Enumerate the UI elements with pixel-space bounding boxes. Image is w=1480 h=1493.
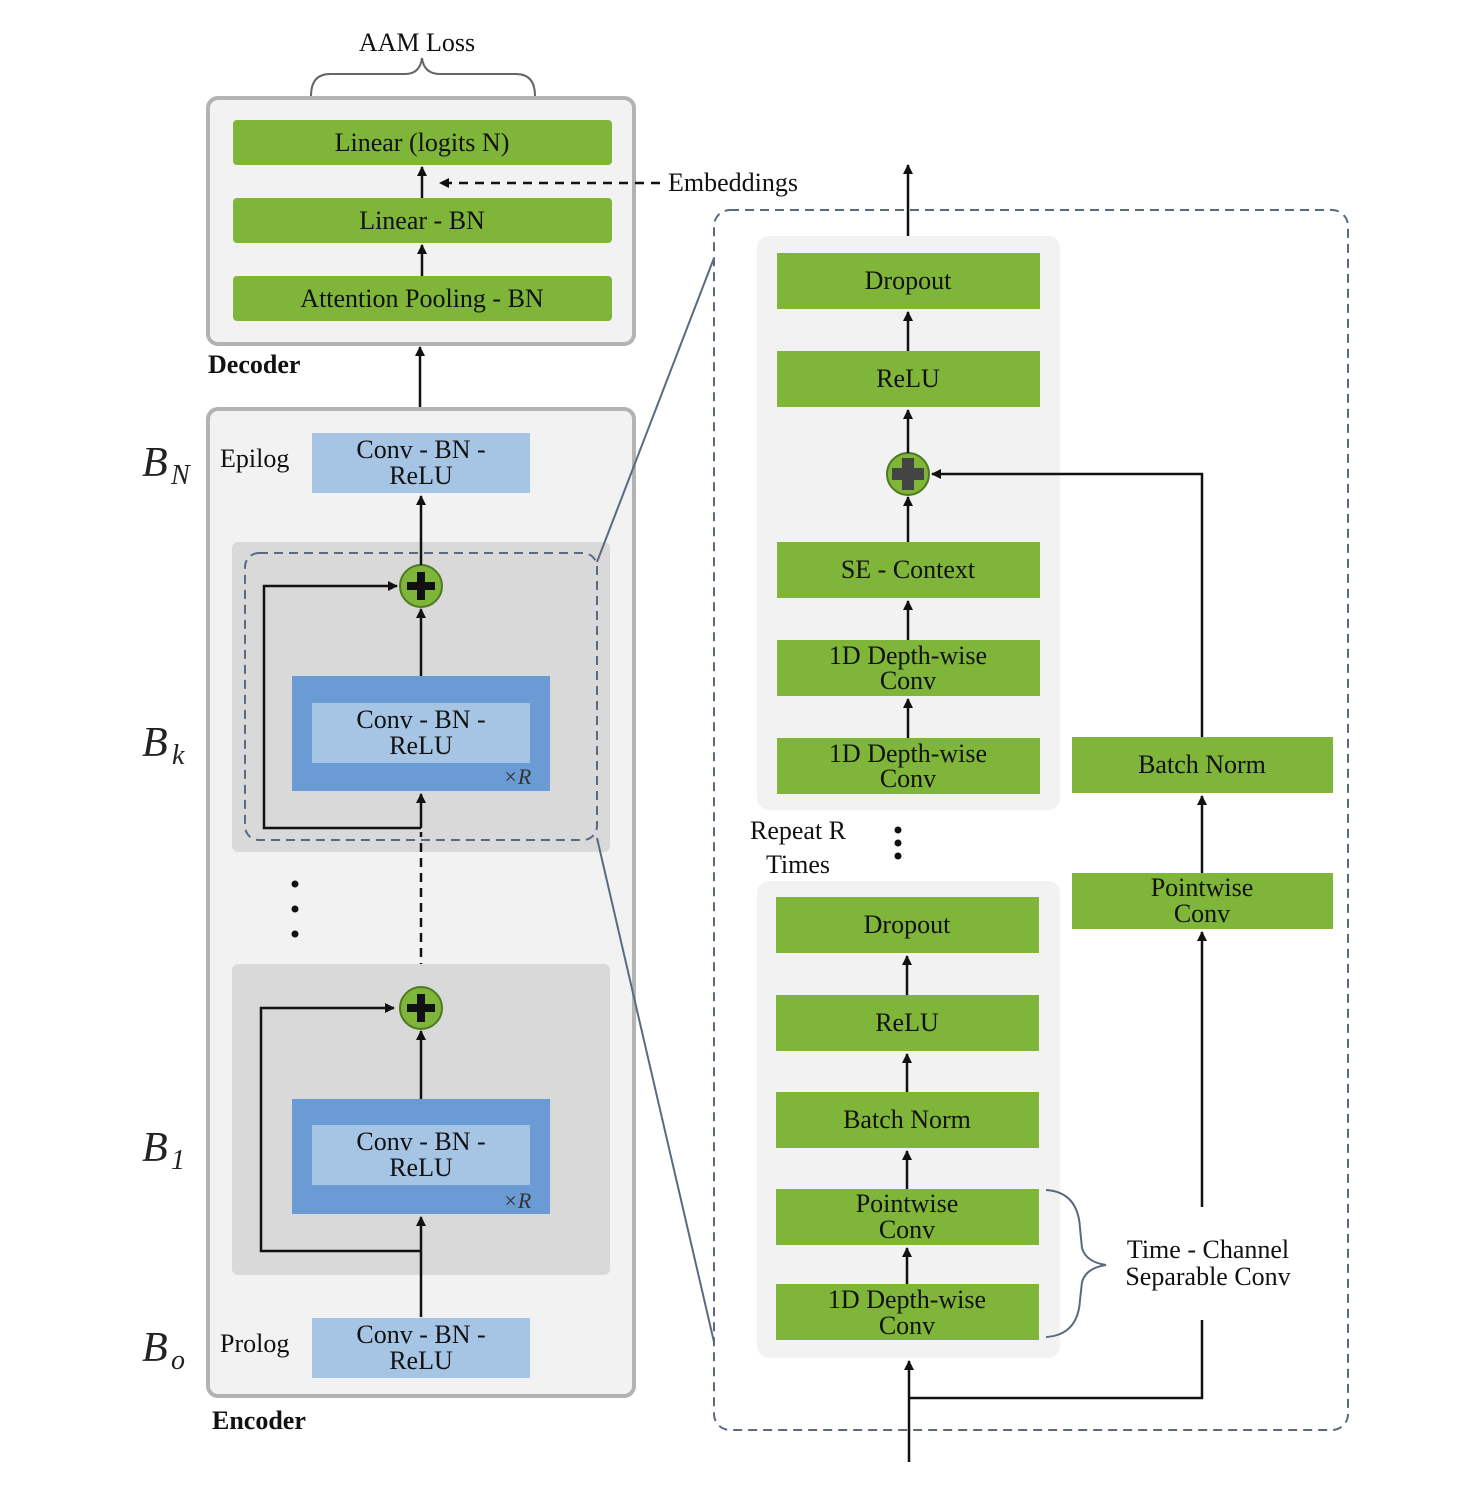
prolog-label: Prolog xyxy=(220,1329,289,1358)
repeat-label-line2: Times xyxy=(766,850,830,879)
label-b-k: B k xyxy=(142,720,185,771)
svg-text:ReLU: ReLU xyxy=(875,1008,939,1037)
encoder-ellipsis xyxy=(291,880,299,938)
decoder-layer-logits: Linear (logits N) xyxy=(233,120,612,165)
upper-depthwise-conv-2: 1D Depth-wise Conv xyxy=(777,640,1040,696)
label-b-1: B 1 xyxy=(142,1125,185,1176)
block-1-sum-icon xyxy=(399,986,443,1030)
svg-text:o: o xyxy=(171,1345,185,1376)
zoom-line-top xyxy=(596,257,715,563)
svg-text:Linear - BN: Linear - BN xyxy=(359,206,485,235)
upper-sum-icon xyxy=(886,452,930,496)
svg-text:Conv - BN -: Conv - BN - xyxy=(356,435,485,464)
upper-relu: ReLU xyxy=(777,351,1040,407)
block-1-skip-path xyxy=(259,1003,421,1253)
svg-text:Linear (logits N): Linear (logits N) xyxy=(335,128,510,157)
svg-text:Conv: Conv xyxy=(880,666,936,695)
detail-dashed-outline xyxy=(713,209,1349,1431)
svg-text:B: B xyxy=(142,1325,168,1371)
tcs-brace xyxy=(1045,1189,1107,1338)
lower-batch-norm: Batch Norm xyxy=(776,1092,1039,1148)
svg-text:B: B xyxy=(142,720,168,766)
tcs-label-line1: Time - Channel xyxy=(1127,1235,1289,1264)
svg-text:k: k xyxy=(172,740,185,771)
block-k-skip-path xyxy=(262,581,421,830)
svg-text:×R: ×R xyxy=(503,764,532,789)
svg-text:1D Depth-wise: 1D Depth-wise xyxy=(828,1285,986,1314)
decoder-title: Decoder xyxy=(208,350,300,379)
upper-depthwise-conv-1: 1D Depth-wise Conv xyxy=(777,738,1040,794)
residual-input-path xyxy=(909,1320,1204,1400)
svg-text:Conv: Conv xyxy=(879,1215,935,1244)
svg-text:Attention Pooling - BN: Attention Pooling - BN xyxy=(300,284,544,313)
block-k-dashed-outline xyxy=(244,552,598,841)
aam-loss-label: AAM Loss xyxy=(359,28,475,57)
svg-text:×R: ×R xyxy=(503,1188,532,1213)
svg-text:Conv: Conv xyxy=(880,764,936,793)
svg-text:SE - Context: SE - Context xyxy=(841,555,976,584)
svg-text:ReLU: ReLU xyxy=(389,731,453,760)
block-k-conv-outer: Conv - BN - ReLU ×R xyxy=(292,676,550,791)
svg-text:Dropout: Dropout xyxy=(865,266,952,295)
epilog-conv-box: Conv - BN - ReLU xyxy=(312,433,530,493)
svg-text:Batch Norm: Batch Norm xyxy=(1138,750,1266,779)
decoder-layer-attention-pooling: Attention Pooling - BN xyxy=(233,276,612,321)
svg-text:B: B xyxy=(142,1125,168,1171)
label-b-o: B o xyxy=(142,1325,185,1376)
prolog-conv-box: Conv - BN - ReLU xyxy=(312,1318,530,1378)
residual-batch-norm: Batch Norm xyxy=(1072,737,1333,793)
svg-text:Conv - BN -: Conv - BN - xyxy=(356,1320,485,1349)
embeddings-label: Embeddings xyxy=(668,168,798,197)
svg-text:Dropout: Dropout xyxy=(864,910,951,939)
epilog-label: Epilog xyxy=(220,444,289,473)
svg-text:N: N xyxy=(170,460,191,491)
svg-text:Conv - BN -: Conv - BN - xyxy=(356,1127,485,1156)
block-1-conv-outer: Conv - BN - ReLU ×R xyxy=(292,1099,550,1214)
zoom-line-bottom xyxy=(596,837,715,1343)
block-k-sum-icon xyxy=(399,564,443,608)
svg-text:Pointwise: Pointwise xyxy=(856,1189,959,1218)
svg-text:Batch Norm: Batch Norm xyxy=(843,1105,971,1134)
detail-ellipsis xyxy=(894,826,902,860)
lower-dropout: Dropout xyxy=(776,897,1039,953)
svg-text:Conv: Conv xyxy=(1174,899,1230,928)
svg-text:ReLU: ReLU xyxy=(389,1153,453,1182)
upper-se-context: SE - Context xyxy=(777,542,1040,598)
residual-pointwise-conv: Pointwise Conv xyxy=(1072,873,1333,929)
lower-relu: ReLU xyxy=(776,995,1039,1051)
encoder-title: Encoder xyxy=(212,1406,306,1435)
label-b-n: B N xyxy=(142,440,191,491)
svg-text:1D Depth-wise: 1D Depth-wise xyxy=(829,739,987,768)
svg-text:ReLU: ReLU xyxy=(389,1346,453,1375)
decoder-layer-linear-bn: Linear - BN xyxy=(233,198,612,243)
upper-dropout: Dropout xyxy=(777,253,1040,309)
repeat-label-line1: Repeat R xyxy=(750,816,847,845)
svg-text:1: 1 xyxy=(171,1145,185,1176)
svg-text:Conv: Conv xyxy=(879,1311,935,1340)
svg-text:1D Depth-wise: 1D Depth-wise xyxy=(829,641,987,670)
svg-text:Pointwise: Pointwise xyxy=(1151,873,1254,902)
svg-text:ReLU: ReLU xyxy=(389,461,453,490)
lower-depthwise-conv: 1D Depth-wise Conv xyxy=(776,1284,1039,1340)
tcs-label-line2: Separable Conv xyxy=(1125,1262,1290,1291)
svg-text:B: B xyxy=(142,440,168,486)
lower-pointwise-conv: Pointwise Conv xyxy=(776,1189,1039,1245)
svg-text:Conv - BN -: Conv - BN - xyxy=(356,705,485,734)
residual-arrow-to-sum xyxy=(931,469,1204,737)
svg-text:ReLU: ReLU xyxy=(876,364,940,393)
aam-loss-brace xyxy=(310,57,536,97)
